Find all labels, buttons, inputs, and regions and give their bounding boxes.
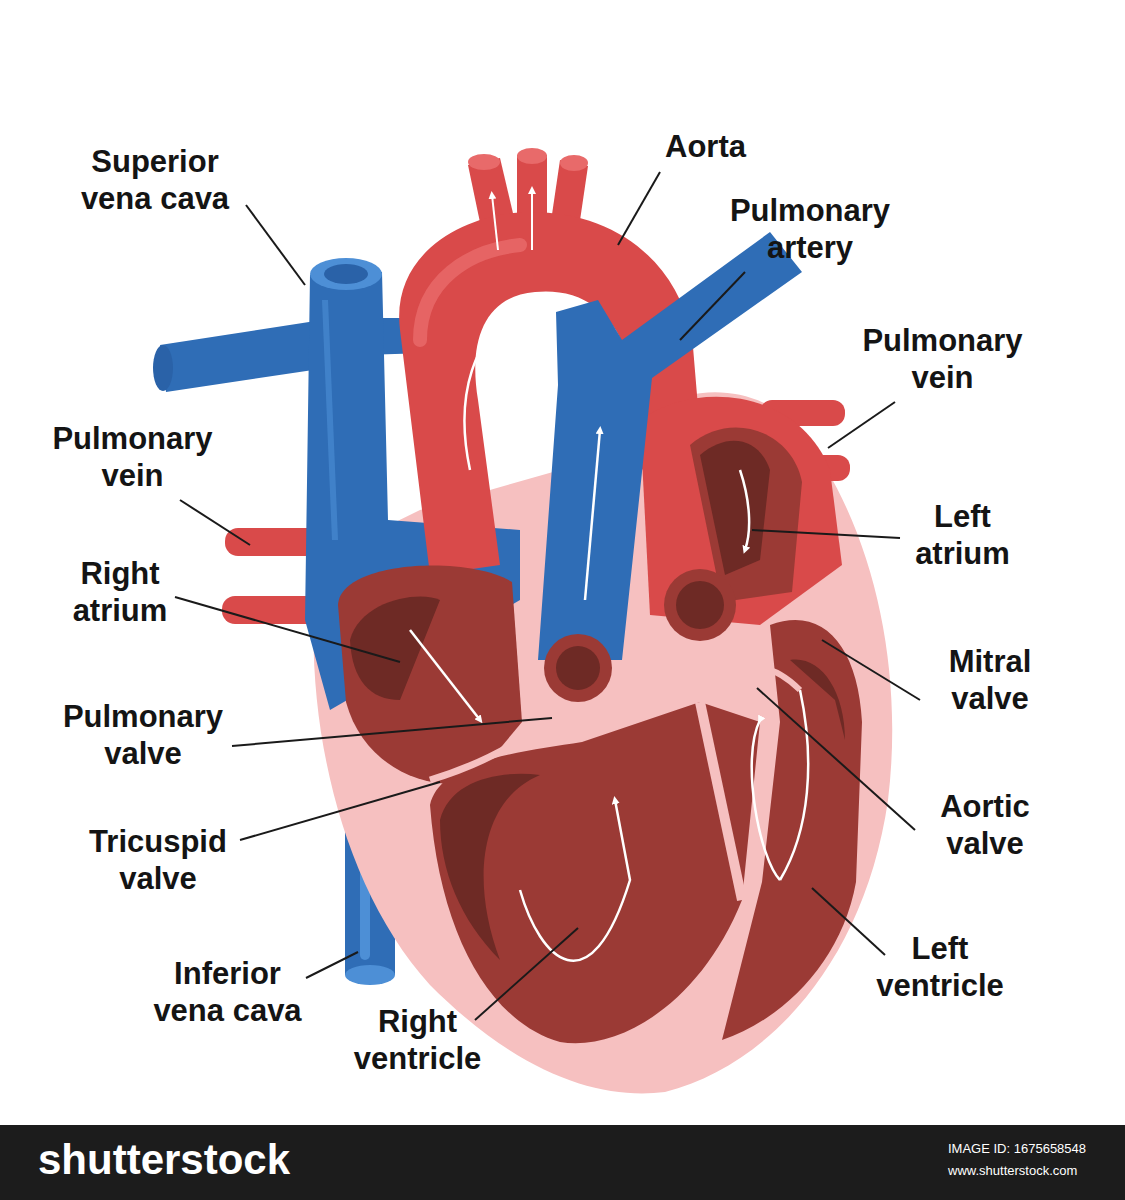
- right-ventricle-chamber: [430, 702, 760, 1043]
- valve-openings: [430, 569, 800, 900]
- part-label: Superior vena cava: [60, 143, 250, 217]
- part-label: Pulmonary valve: [38, 698, 248, 772]
- part-label: Pulmonary vein: [840, 322, 1045, 396]
- part-label: Right ventricle: [335, 1003, 500, 1077]
- footer-text: IMAGE ID: 1675658548: [948, 1140, 1086, 1157]
- part-label: Pulmonary vein: [30, 420, 235, 494]
- leader-line-set: [175, 172, 920, 1020]
- part-label: Left atrium: [895, 498, 1030, 572]
- part-label: Inferior vena cava: [140, 955, 315, 1029]
- part-label: Pulmonary artery: [705, 192, 915, 266]
- footer-text: shutterstock: [38, 1136, 290, 1184]
- part-label: Mitral valve: [925, 643, 1055, 717]
- part-label: Left ventricle: [860, 930, 1020, 1004]
- right-atrium-chamber: [338, 565, 522, 783]
- part-label: Right atrium: [55, 555, 185, 629]
- part-label: Tricuspid valve: [68, 823, 248, 897]
- part-label: Aorta: [665, 128, 746, 165]
- part-label: Aortic valve: [920, 788, 1050, 862]
- footer-text: www.shutterstock.com: [948, 1162, 1077, 1179]
- pulmonary-artery: [538, 232, 802, 660]
